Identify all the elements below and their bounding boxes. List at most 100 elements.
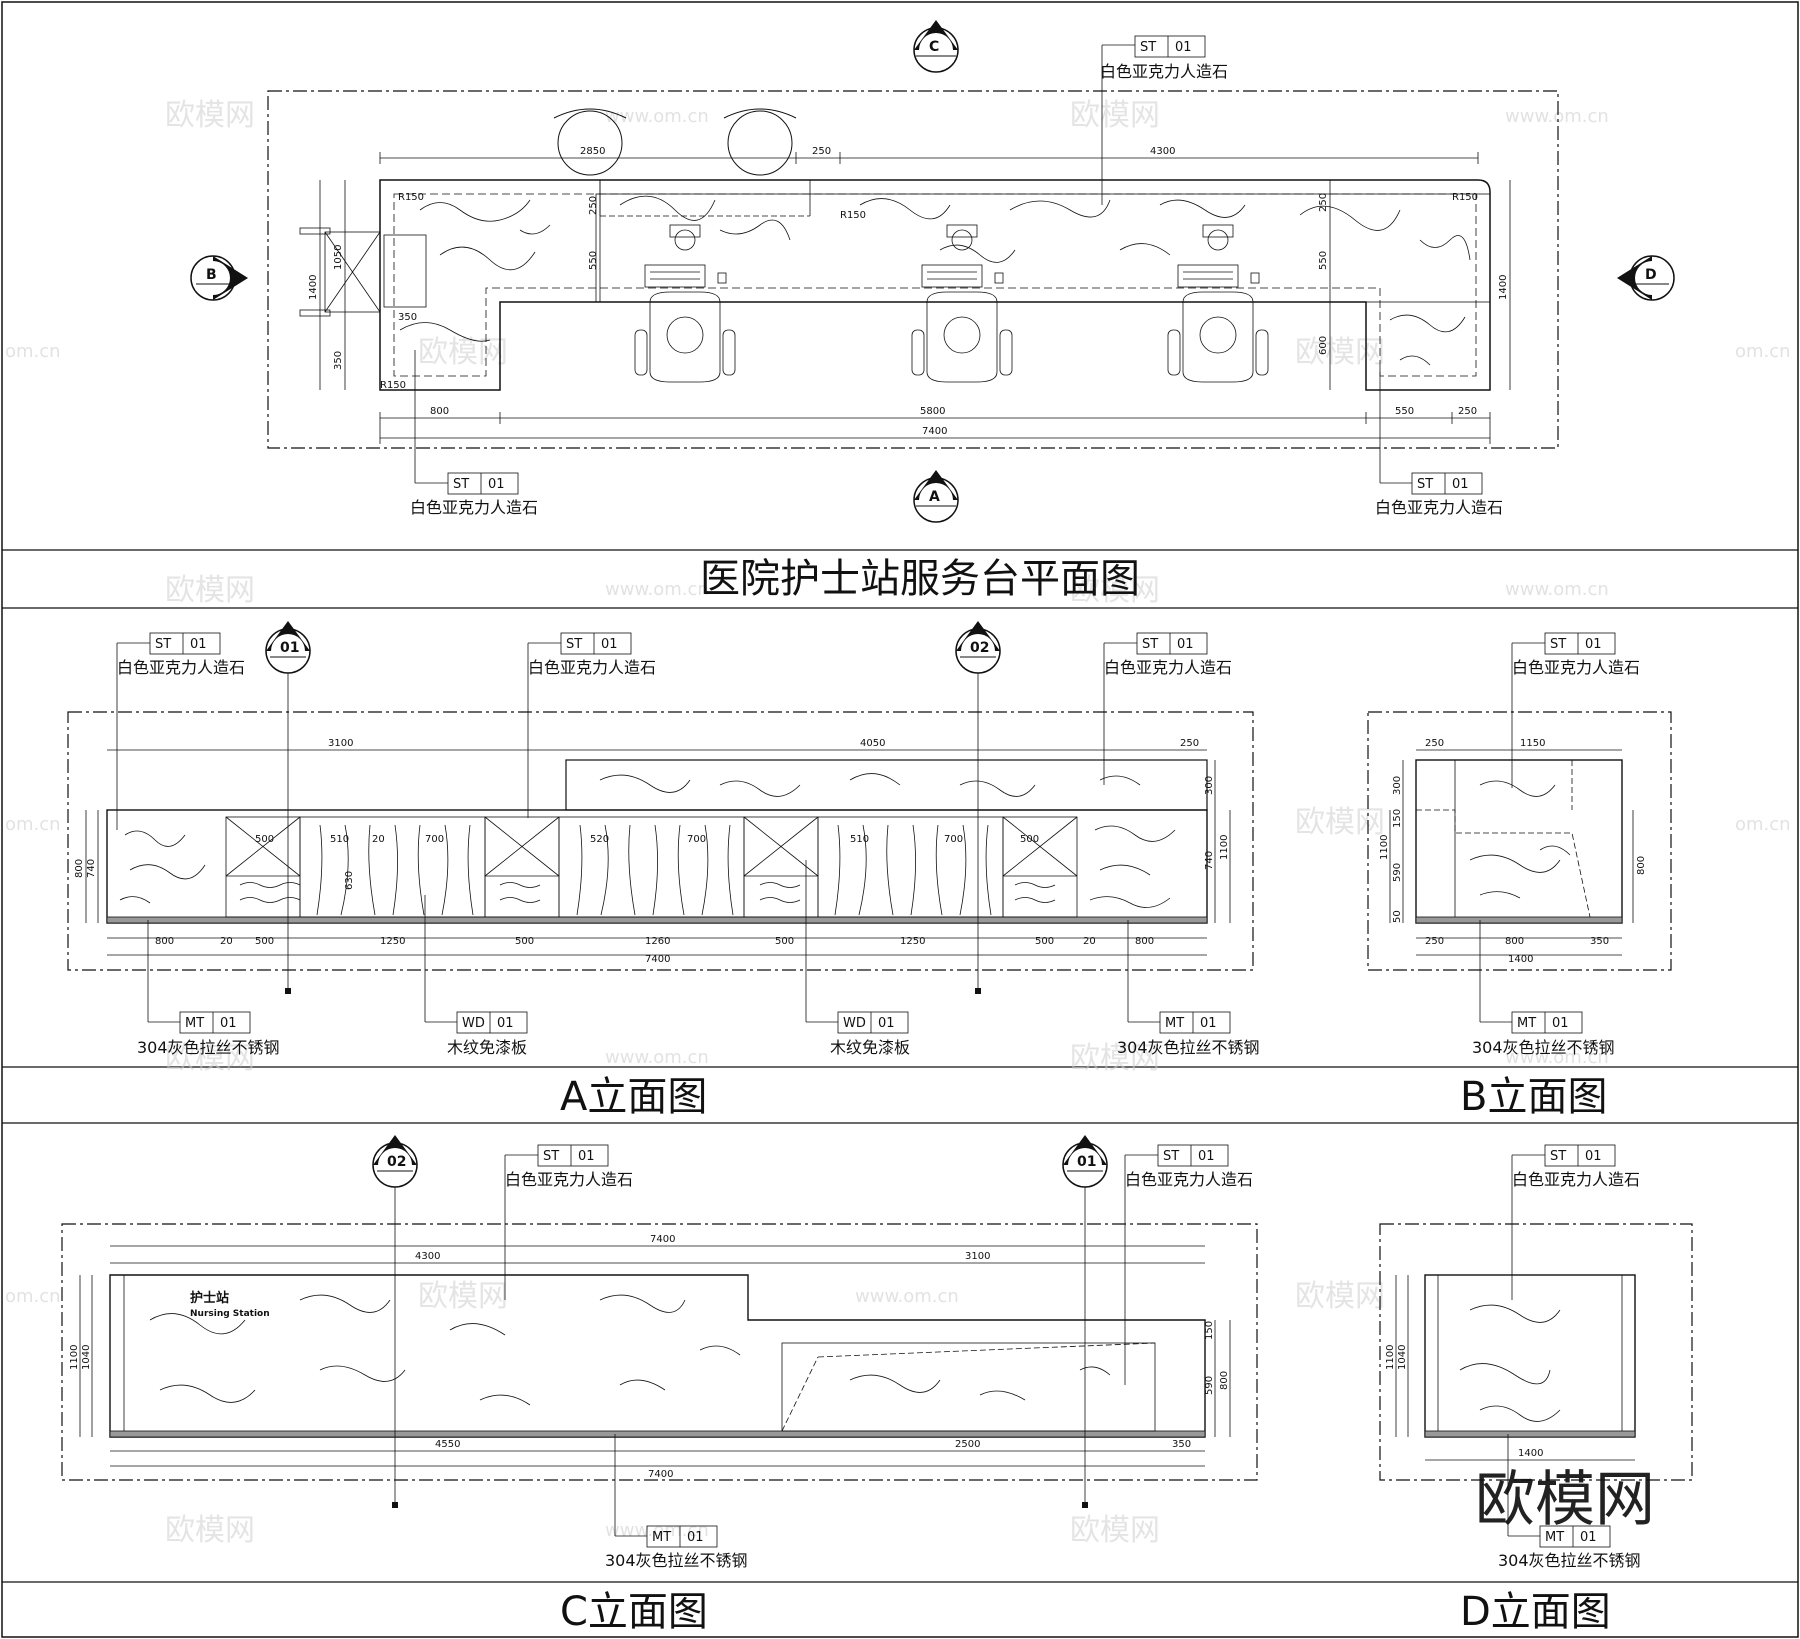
wood-grain-a <box>239 824 1056 916</box>
dim-plan-250: 250 <box>812 146 831 157</box>
svg-text:01: 01 <box>1177 637 1194 652</box>
svg-text:白色亚克力人造石: 白色亚克力人造石 <box>1125 1170 1253 1189</box>
watermark-url: om.cn <box>5 1286 61 1307</box>
dim-a-250: 250 <box>1180 738 1199 749</box>
svg-text:01: 01 <box>1175 40 1192 55</box>
svg-text:ST: ST <box>453 477 469 492</box>
chair-plan-top-left <box>557 110 623 176</box>
dim-plan-r150: R150 <box>398 192 424 203</box>
dim-a-left: 800 <box>74 859 85 878</box>
marble-texture-c <box>149 1294 1111 1406</box>
svg-text:白色亚克力人造石: 白色亚克力人造石 <box>1512 1170 1640 1189</box>
plan-title: 医院护士站服务台平面图 <box>700 556 1140 602</box>
dim-plan-250b: 250 <box>1458 406 1477 417</box>
watermark-url: www.om.cn <box>605 106 709 127</box>
workstation-3 <box>1167 224 1269 383</box>
elevation-a-title: A立面图 <box>560 1074 707 1120</box>
dim-a-3100: 3100 <box>328 738 353 749</box>
watermark-url: www.om.cn <box>605 579 709 600</box>
dim-a-bottom: 1260 <box>645 936 670 947</box>
svg-text:304灰色拉丝不锈钢: 304灰色拉丝不锈钢 <box>137 1038 280 1057</box>
svg-text:304灰色拉丝不锈钢: 304灰色拉丝不锈钢 <box>605 1551 748 1570</box>
svg-text:01: 01 <box>1580 1530 1597 1545</box>
svg-text:MT: MT <box>1517 1016 1536 1031</box>
marker-section-01-a: 01 <box>265 621 311 994</box>
elevation-a: 3100 4050 250 800 20 500 1250 500 1260 5… <box>67 621 1260 1120</box>
svg-text:01: 01 <box>497 1016 514 1031</box>
dim-a-right: 300 <box>1204 776 1215 795</box>
watermark-text: 欧模网 <box>165 1041 255 1076</box>
dim-a-bottom: 500 <box>1035 936 1054 947</box>
svg-text:ST: ST <box>1417 477 1433 492</box>
watermark-url: www.om.cn <box>1505 1047 1609 1068</box>
tag-st-plan-right: ST 01 白色亚克力人造石 <box>1375 368 1503 517</box>
dim-a-bottom: 20 <box>1083 936 1096 947</box>
svg-text:01: 01 <box>601 637 618 652</box>
dim-a-inner: 700 <box>687 834 706 845</box>
elevation-c-frame <box>61 1223 1258 1481</box>
svg-text:01: 01 <box>488 477 505 492</box>
svg-text:ST: ST <box>155 637 171 652</box>
svg-text:01: 01 <box>578 1149 595 1164</box>
dim-a-inner: 20 <box>372 834 385 845</box>
dim-plan-550-right: 550 <box>1318 251 1329 270</box>
watermark-text: 欧模网 <box>165 573 255 608</box>
dim-c-top: 7400 <box>650 1234 675 1245</box>
stainless-base-a <box>106 916 1208 924</box>
dim-b-left: 300 <box>1392 776 1403 795</box>
svg-text:ST: ST <box>1140 40 1156 55</box>
watermark-url: www.om.cn <box>605 1047 709 1068</box>
sign-en: Nursing Station <box>190 1309 270 1319</box>
dim-a-inner: 700 <box>944 834 963 845</box>
dim-c-total: 7400 <box>648 1469 673 1480</box>
dim-plan-left-350: 350 <box>333 351 344 370</box>
watermark-text: 欧模网 <box>1295 335 1385 370</box>
svg-text:01: 01 <box>1200 1016 1217 1031</box>
dim-a-left: 740 <box>86 859 97 878</box>
dim-b-left: 150 <box>1392 809 1403 828</box>
svg-text:MT: MT <box>1165 1016 1184 1031</box>
svg-text:ST: ST <box>1550 637 1566 652</box>
plan-view: 2850 250 4300 800 5800 550 250 7400 1400… <box>190 20 1675 602</box>
dim-a-inner: 510 <box>850 834 869 845</box>
dim-c-left: 1100 <box>69 1345 80 1370</box>
svg-text:304灰色拉丝不锈钢: 304灰色拉丝不锈钢 <box>1472 1038 1615 1057</box>
dim-a-inner: 500 <box>255 834 274 845</box>
svg-text:MT: MT <box>185 1016 204 1031</box>
watermark-url: om.cn <box>5 341 61 362</box>
svg-text:C: C <box>929 39 939 55</box>
dim-b-bottom: 350 <box>1590 936 1609 947</box>
dim-c-right: 150 <box>1204 1321 1215 1340</box>
marker-b: B <box>190 255 248 301</box>
tag-st-plan-left: ST 01 白色亚克力人造石 <box>410 350 538 517</box>
svg-text:01: 01 <box>878 1016 895 1031</box>
elevation-d-title: D立面图 <box>1460 1589 1611 1635</box>
svg-text:01: 01 <box>1585 637 1602 652</box>
dim-b-left: 1100 <box>1379 835 1390 860</box>
marble-texture-plan <box>399 195 1471 366</box>
dim-a-bottom: 500 <box>515 936 534 947</box>
svg-text:01: 01 <box>1077 1154 1096 1170</box>
svg-text:白色亚克力人造石: 白色亚克力人造石 <box>505 1170 633 1189</box>
svg-text:WD: WD <box>843 1016 866 1031</box>
dim-plan-total: 7400 <box>922 426 947 437</box>
dim-c-top: 4300 <box>415 1251 440 1262</box>
watermark-text: 欧模网 <box>1295 1279 1385 1314</box>
dim-plan-600-inner: 600 <box>1318 336 1329 355</box>
watermark-text: 欧模网 <box>418 335 508 370</box>
plan-view-frame <box>267 90 1559 449</box>
svg-text:ST: ST <box>1163 1149 1179 1164</box>
side-cart-plan <box>299 227 427 317</box>
marker-section-02-a: 02 <box>955 621 1001 994</box>
dim-plan-550: 550 <box>1395 406 1414 417</box>
marker-section-02-c: 02 <box>372 1135 418 1508</box>
svg-text:A: A <box>929 489 940 505</box>
dim-plan-350: 350 <box>398 312 417 323</box>
svg-text:白色亚克力人造石: 白色亚克力人造石 <box>117 658 245 677</box>
